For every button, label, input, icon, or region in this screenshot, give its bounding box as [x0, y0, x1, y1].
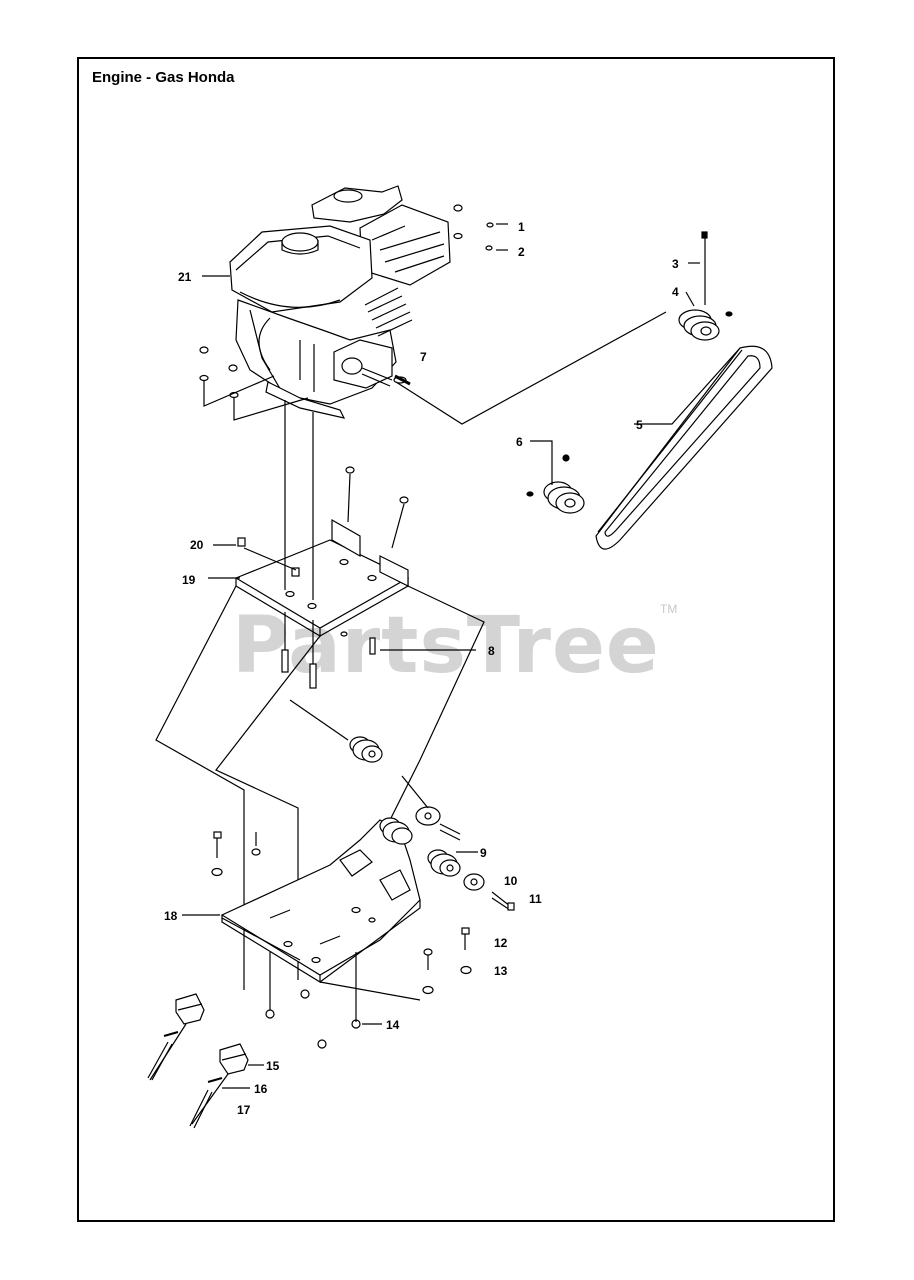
engine-top-fasteners [199, 204, 494, 421]
bracket-pulley-9 [379, 817, 461, 877]
watermark-trademark: TM [660, 602, 677, 616]
callout-7: 7 [420, 350, 427, 364]
bracket-washer-bolt [463, 873, 515, 911]
gearbox-pulley [526, 454, 585, 514]
rubber-mounts [149, 993, 249, 1125]
nuts-14 [265, 989, 361, 1049]
callout-14: 14 [386, 1018, 400, 1032]
callout-8: 8 [488, 644, 495, 658]
diagram-frame [77, 57, 835, 1222]
lower-bracket [220, 819, 421, 984]
callout-21: 21 [178, 270, 192, 284]
callout-leader-lines [182, 223, 741, 1089]
leader-pulley-shaft [395, 311, 667, 425]
callout-6: 6 [516, 435, 523, 449]
engine-key [394, 374, 411, 386]
callout-20: 20 [190, 538, 204, 552]
callout-10: 10 [504, 874, 518, 888]
callout-3: 3 [672, 257, 679, 271]
callout-17: 17 [237, 1103, 251, 1117]
callout-18: 18 [164, 909, 178, 923]
callout-1: 1 [518, 220, 525, 234]
bracket-edge-18 [221, 917, 301, 961]
diagram-title: Engine - Gas Honda [92, 69, 235, 86]
engine-pulley [678, 231, 733, 341]
idler-pulley [349, 736, 383, 763]
bracket-left-bolts [211, 831, 257, 877]
callout-15: 15 [266, 1059, 280, 1073]
engine-assembly [229, 185, 451, 419]
callout-9: 9 [480, 846, 487, 860]
clips-and-bolts [147, 1031, 223, 1129]
bolt-12-washer-13 [269, 927, 472, 1022]
callout-5: 5 [636, 418, 643, 432]
drive-belt [595, 345, 773, 550]
callout-2: 2 [518, 245, 525, 259]
callout-4: 4 [672, 285, 679, 299]
upper-mounting-plate [234, 400, 410, 689]
tension-washer-bolt [401, 775, 461, 841]
callout-19: 19 [182, 573, 196, 587]
callout-11: 11 [529, 892, 542, 906]
callout-12: 12 [494, 936, 508, 950]
callout-16: 16 [254, 1082, 268, 1096]
callout-13: 13 [494, 964, 508, 978]
